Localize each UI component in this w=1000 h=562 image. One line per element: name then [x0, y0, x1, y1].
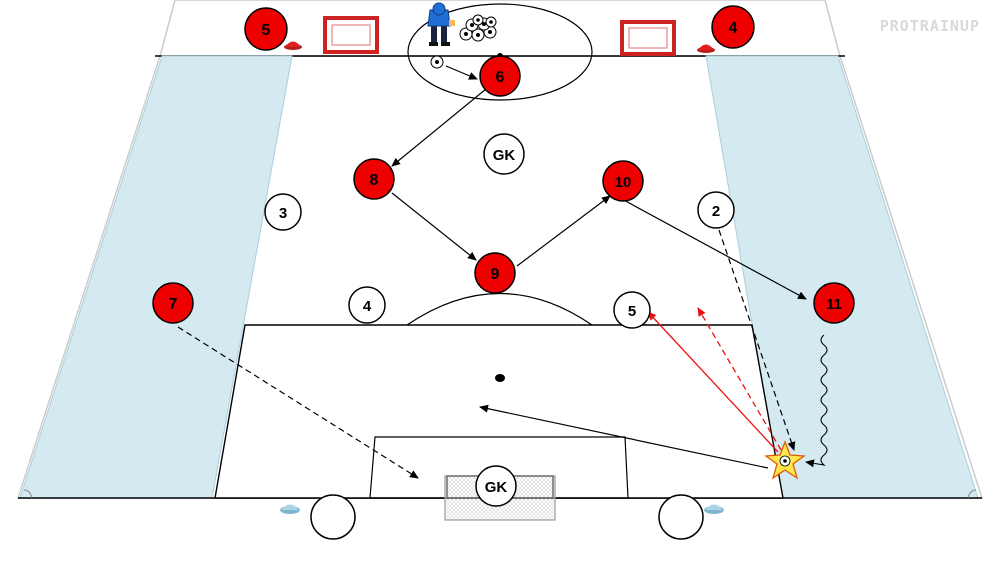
player-red-11: 11 [813, 282, 855, 324]
player-white-3: 3 [264, 193, 302, 231]
cone-blue-right [704, 504, 724, 514]
center-circle [407, 3, 593, 101]
cutback-pass [479, 404, 769, 469]
pass-6-to-8 [391, 88, 487, 167]
corner-arc-left [23, 489, 33, 499]
player-red-6: 6 [479, 55, 521, 97]
player-red-8: 8 [353, 158, 395, 200]
pass-9-to-10 [516, 195, 611, 267]
cone-red-right [697, 44, 715, 53]
run-2 [718, 229, 796, 451]
cone-red-left [284, 41, 302, 50]
pass-ball-to-6 [445, 65, 478, 80]
player-red-7: 7 [152, 282, 194, 324]
player-red-10: 10 [602, 160, 644, 202]
player-white-2: 2 [697, 191, 735, 229]
marker-number: 5 [262, 22, 271, 39]
player-red-9: 9 [474, 252, 516, 294]
goal-area [369, 436, 629, 499]
mannequin-right [658, 494, 704, 540]
mannequin-left [310, 494, 356, 540]
marker-red-5: 5 [244, 7, 288, 51]
player-number: 10 [615, 174, 632, 191]
cone-blue-left [280, 504, 300, 514]
goalkeeper-label: GK [485, 479, 508, 496]
goalkeeper-top: GK [483, 133, 525, 175]
marker-number: 4 [729, 20, 738, 37]
goalkeeper-label: GK [493, 147, 516, 164]
player-number: 7 [169, 296, 178, 313]
mini-goal-right [620, 20, 676, 56]
player-white-4: 4 [348, 286, 386, 324]
player-number: 5 [628, 303, 636, 320]
corner-arc-right [967, 489, 977, 499]
player-number: 4 [363, 298, 372, 315]
player-white-5: 5 [613, 291, 651, 329]
run-7 [177, 326, 419, 479]
mini-goal-left [323, 16, 379, 54]
goalkeeper-bottom: GK [475, 465, 517, 507]
ball-loose [430, 55, 444, 69]
player-number: 3 [279, 205, 287, 222]
player-number: 2 [712, 203, 720, 220]
penalty-arc [406, 292, 593, 326]
pass-8-to-9 [391, 192, 477, 261]
dribble-11 [805, 334, 828, 468]
player-number: 8 [370, 172, 379, 189]
marker-red-4: 4 [711, 5, 755, 49]
penalty-spot [495, 374, 505, 382]
player-number: 11 [826, 296, 842, 313]
ball-stack-spots [464, 18, 493, 37]
player-number: 6 [496, 69, 505, 86]
coach-figure [427, 2, 455, 46]
pass-to-white-5 [647, 311, 779, 453]
pass-10-to-11 [619, 197, 807, 300]
star-ball-icon [764, 440, 806, 480]
watermark: PROTRAINUP [879, 17, 980, 35]
player-number: 9 [491, 266, 500, 283]
run-back-dashed-red [697, 307, 782, 451]
